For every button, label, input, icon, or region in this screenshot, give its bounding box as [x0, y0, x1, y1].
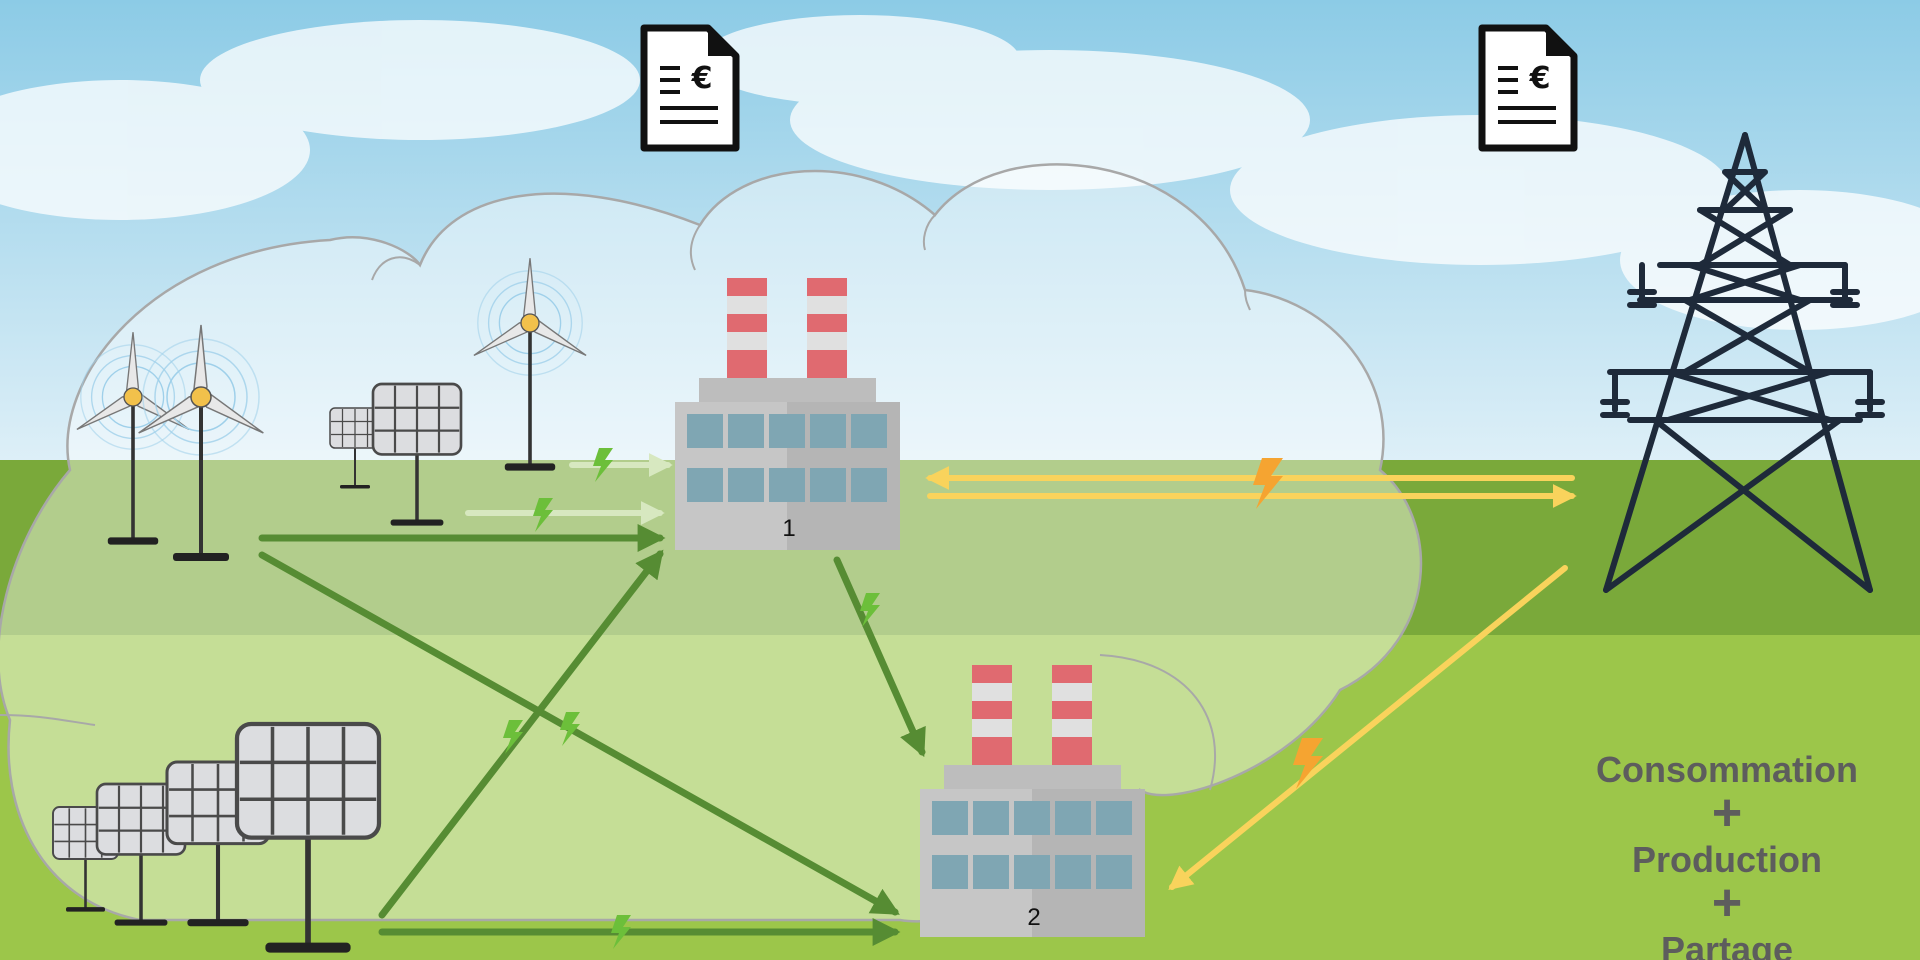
svg-text:€: € [691, 61, 713, 96]
field-dark [0, 460, 1920, 635]
legend-production: Production [1632, 839, 1822, 880]
legend-partage: Partage [1661, 929, 1793, 960]
grid-energy-flows [925, 466, 1577, 891]
svg-text:€: € [1529, 61, 1551, 96]
legend-consommation: Consommation [1596, 749, 1858, 790]
plus-icon: + [1712, 874, 1742, 932]
factory-2: 2 [920, 665, 1145, 937]
plus-icon: + [1712, 784, 1742, 842]
legend: Consommation + Production + Partage [1596, 749, 1858, 960]
local-energy-flows [258, 453, 926, 946]
factory-1-label: 1 [782, 515, 795, 542]
factory-2-label: 2 [1027, 904, 1040, 931]
invoice-icon-community: € [644, 28, 736, 148]
electricity-pylon-icon [1600, 132, 1885, 593]
factory-1: 1 [675, 278, 900, 550]
invoice-icon-grid: € [1482, 28, 1574, 148]
